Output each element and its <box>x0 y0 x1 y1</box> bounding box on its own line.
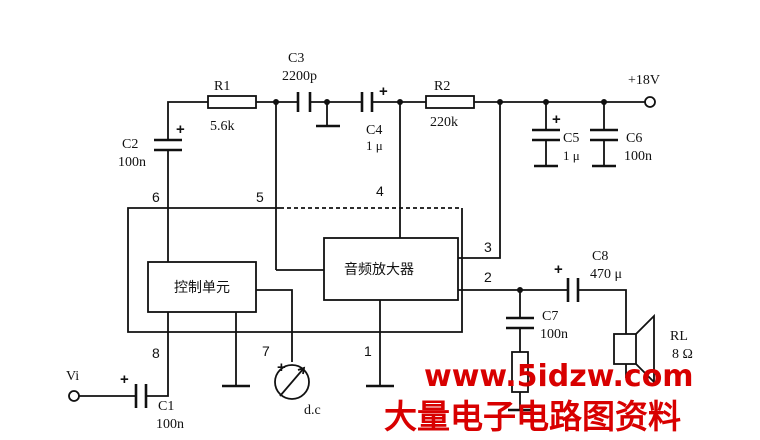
c3-value: 2200p <box>282 69 317 84</box>
capacitor-c3: C3 2200p <box>282 51 317 112</box>
resistor-r2: R2 220k <box>425 79 475 130</box>
capacitor-c8: + C8 470 μ <box>554 249 627 334</box>
output-section: C7 100n <box>506 289 568 412</box>
rl-name: RL <box>670 329 688 344</box>
c7-value: 100n <box>540 327 568 342</box>
c4-polarity: + <box>379 83 388 100</box>
pin-2-label: 2 <box>484 269 492 285</box>
c2-polarity: + <box>176 121 185 138</box>
meter-label: d.c <box>304 403 321 418</box>
input-section: + Vi C1 100n <box>66 312 184 432</box>
capacitor-c4: + C4 1 μ <box>360 83 388 153</box>
c1-value: 100n <box>156 417 184 432</box>
pin-7-label: 7 <box>262 343 270 359</box>
c6-name: C6 <box>626 131 642 146</box>
c2-value: 100n <box>118 155 146 170</box>
watermark: www.5idzw.com 大量电子电路图资料 <box>384 359 694 436</box>
pin-4-label: 4 <box>376 183 384 199</box>
r2-name: R2 <box>434 79 450 94</box>
meter-polarity: + <box>277 359 286 376</box>
pin-3-label: 3 <box>484 239 492 255</box>
watermark-title: 大量电子电路图资料 <box>384 397 681 436</box>
dc-meter: + d.c <box>274 359 321 418</box>
r2-value: 220k <box>430 115 458 130</box>
c6-value: 100n <box>624 149 652 164</box>
c3-name: C3 <box>288 51 304 66</box>
c5-value: 1 μ <box>563 148 580 163</box>
c2-name: C2 <box>122 137 138 152</box>
watermark-url: www.5idzw.com <box>424 359 694 394</box>
r1-name: R1 <box>214 79 230 94</box>
c4-name: C4 <box>366 123 382 138</box>
control-unit-block: 控制单元 <box>147 261 257 313</box>
capacitor-c6: C6 100n <box>590 128 652 168</box>
pin-6-label: 6 <box>152 189 160 205</box>
supply-terminal: +18V <box>628 73 660 108</box>
c8-value: 470 μ <box>590 267 622 282</box>
speaker-rl: RL 8 Ω <box>613 313 693 385</box>
c4-value: 1 μ <box>366 138 383 153</box>
audio-amplifier-label: 音频放大器 <box>344 261 414 278</box>
audio-amplifier-block: 音频放大器 <box>323 237 459 301</box>
c5-polarity: + <box>552 111 561 128</box>
internal-wires <box>235 269 520 386</box>
control-unit-label: 控制单元 <box>174 280 230 296</box>
c1-name: C1 <box>158 399 174 414</box>
c8-name: C8 <box>592 249 608 264</box>
c7-name: C7 <box>542 309 558 324</box>
input-label: Vi <box>66 369 79 384</box>
pin-5-label: 5 <box>256 189 264 205</box>
supply-label: +18V <box>628 73 660 88</box>
resistor-r1: R1 5.6k <box>207 79 257 134</box>
pin-8-label: 8 <box>152 345 160 361</box>
c8-polarity: + <box>554 261 563 278</box>
capacitor-c2: + C2 100n <box>118 121 185 262</box>
rl-value: 8 Ω <box>672 347 693 362</box>
junction-dots <box>273 99 607 293</box>
pin-1-label: 1 <box>364 343 372 359</box>
c5-name: C5 <box>563 131 579 146</box>
c1-polarity: + <box>120 371 129 388</box>
capacitor-c5: + C5 1 μ <box>532 111 580 168</box>
r1-value: 5.6k <box>210 119 235 134</box>
